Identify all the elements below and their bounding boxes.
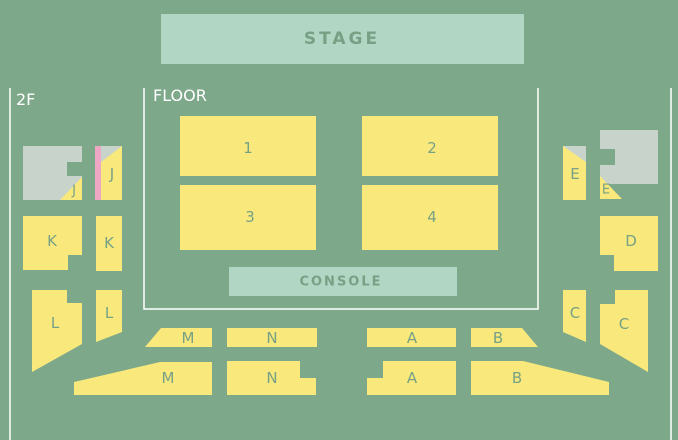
section-b-back[interactable]: B	[471, 361, 609, 395]
section-d[interactable]: D	[600, 216, 658, 271]
console	[229, 267, 457, 296]
section-k-outer-label: K	[47, 232, 58, 250]
section-c-inner-label: C	[570, 304, 580, 322]
floor-block-2[interactable]: 2	[362, 116, 498, 176]
floor-block-3[interactable]: 3	[180, 185, 316, 250]
stage	[161, 14, 524, 64]
section-b-front-label: B	[493, 329, 503, 347]
section-j-inner-label: J	[109, 165, 114, 183]
section-b-front[interactable]: B	[471, 328, 538, 347]
section-j-outer-label: J	[71, 184, 76, 199]
section-n-front-label: N	[266, 329, 277, 347]
section-k-inner[interactable]: K	[96, 216, 122, 271]
section-a-front[interactable]: A	[367, 328, 456, 347]
section-m-back-label: M	[162, 369, 175, 387]
console-label: CONSOLE	[299, 275, 382, 290]
section-l-outer-label: L	[51, 314, 60, 332]
floor-block-4[interactable]: 4	[362, 185, 498, 250]
section-c-outer-label: C	[619, 315, 629, 333]
floor-block-1[interactable]: 1	[180, 116, 316, 176]
section-c-outer[interactable]: C	[600, 290, 648, 372]
section-e-inner-label: E	[570, 165, 579, 183]
section-n-back-label: N	[266, 369, 277, 387]
section-k-outer[interactable]: K	[23, 216, 82, 270]
second-floor-zone-label: 2F	[16, 90, 35, 109]
floor-block-4-label: 4	[427, 208, 437, 226]
section-b-back-label: B	[512, 369, 522, 387]
section-a-front-label: A	[407, 329, 418, 347]
floor-outline	[143, 88, 539, 310]
section-c-inner[interactable]: C	[563, 290, 586, 342]
section-m-back[interactable]: M	[74, 362, 212, 395]
section-l-inner[interactable]: L	[96, 290, 122, 342]
floor-block-2-label: 2	[427, 139, 437, 157]
section-k-inner-label: K	[104, 234, 115, 252]
section-l-outer[interactable]: L	[32, 290, 82, 372]
section-a-back-label: A	[407, 369, 418, 387]
floor-block-1-label: 1	[243, 139, 253, 157]
section-j-inner[interactable]: J	[95, 146, 122, 200]
section-n-back[interactable]: N	[227, 361, 316, 395]
section-e-outer[interactable]: E	[600, 130, 658, 199]
section-d-label: D	[625, 232, 637, 250]
section-e-inner[interactable]: E	[563, 146, 586, 200]
section-m-front[interactable]: M	[145, 328, 212, 347]
section-e-outer-label: E	[602, 183, 610, 198]
section-a-back[interactable]: A	[367, 361, 456, 395]
floor-block-3-label: 3	[245, 208, 255, 226]
section-n-front[interactable]: N	[227, 328, 317, 347]
section-m-front-label: M	[182, 329, 195, 347]
stage-label: STAGE	[304, 29, 380, 49]
section-l-inner-label: L	[105, 304, 114, 322]
floor-zone-label: FLOOR	[153, 86, 207, 105]
section-j-outer[interactable]: J	[23, 146, 82, 200]
